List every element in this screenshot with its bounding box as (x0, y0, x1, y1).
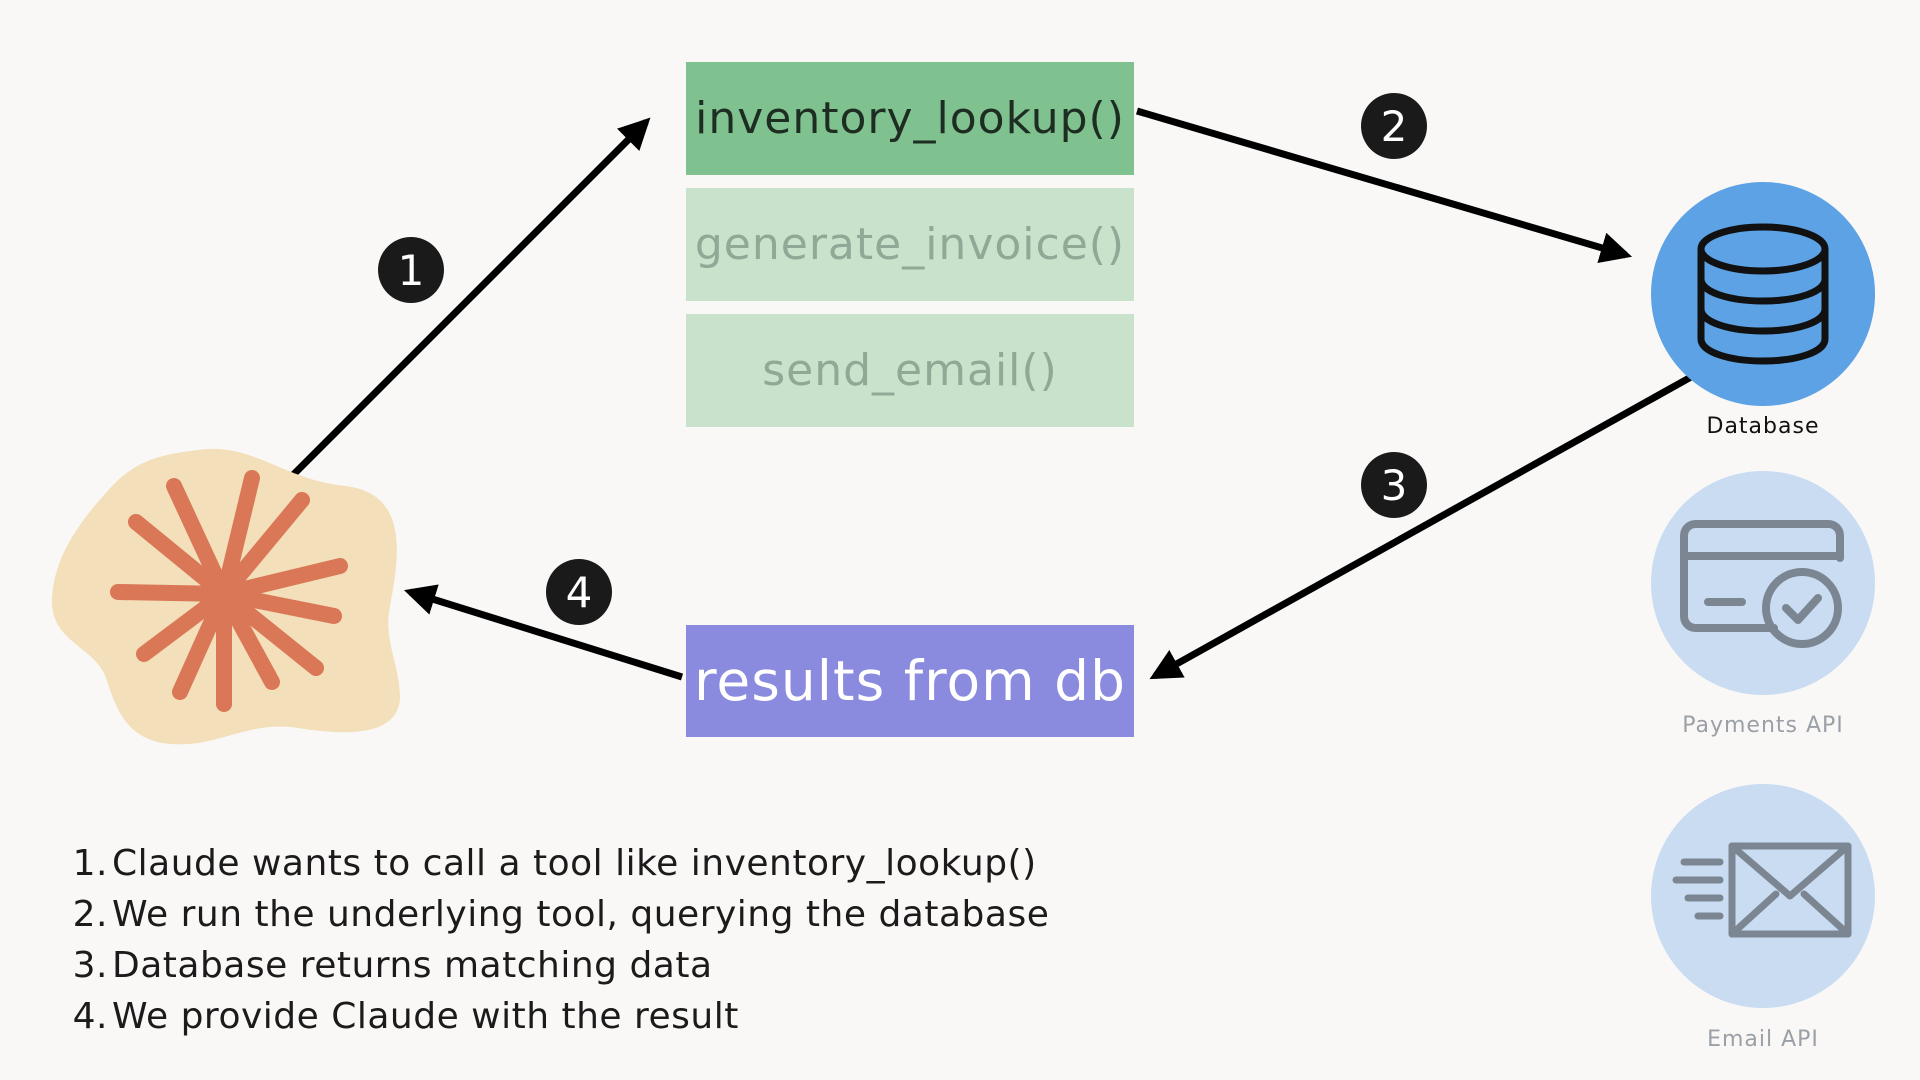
payment-card-check-icon (1680, 520, 1844, 648)
database-label: Database (1706, 414, 1820, 439)
tool-generate-invoice: generate_invoice() (686, 188, 1134, 301)
claude-logo-icon (52, 448, 400, 745)
list-item: 3.Database returns matching data (62, 940, 1049, 991)
email-api-label: Email API (1707, 1027, 1819, 1052)
step-number: 2. (72, 894, 108, 935)
database-icon (1697, 223, 1829, 365)
step-number: 1. (72, 843, 108, 884)
results-box: results from db (686, 625, 1134, 737)
claude-starburst (110, 470, 348, 712)
arrow-4-results-to-claude (403, 584, 684, 681)
step-text: Database returns matching data (112, 945, 713, 986)
email-api-service (1651, 784, 1875, 1008)
steps-list: 1.Claude wants to call a tool like inven… (62, 838, 1049, 1042)
list-item: 2.We run the underlying tool, querying t… (62, 889, 1049, 940)
tool-send-email: send_email() (686, 314, 1134, 427)
payments-api-service (1651, 471, 1875, 695)
step-text: We run the underlying tool, querying the… (112, 894, 1050, 935)
arrow-2-tool-to-database (1136, 107, 1633, 263)
tool-inventory-lookup: inventory_lookup() (686, 62, 1134, 175)
step-text: Claude wants to call a tool like invento… (112, 843, 1037, 884)
step-badge-2: 2 (1361, 93, 1427, 159)
step-badge-4: 4 (546, 559, 612, 625)
database-service (1651, 182, 1875, 406)
step-badge-3: 3 (1361, 452, 1427, 518)
arrow-1-claude-to-tool (283, 117, 651, 485)
step-number: 4. (72, 996, 108, 1037)
step-text: We provide Claude with the result (112, 996, 739, 1037)
arrow-3-database-to-results (1149, 373, 1693, 680)
email-envelope-icon (1672, 842, 1852, 938)
payments-api-label: Payments API (1682, 713, 1844, 738)
step-badge-1: 1 (378, 237, 444, 303)
list-item: 4.We provide Claude with the result (62, 991, 1049, 1042)
step-number: 3. (72, 945, 108, 986)
list-item: 1.Claude wants to call a tool like inven… (62, 838, 1049, 889)
